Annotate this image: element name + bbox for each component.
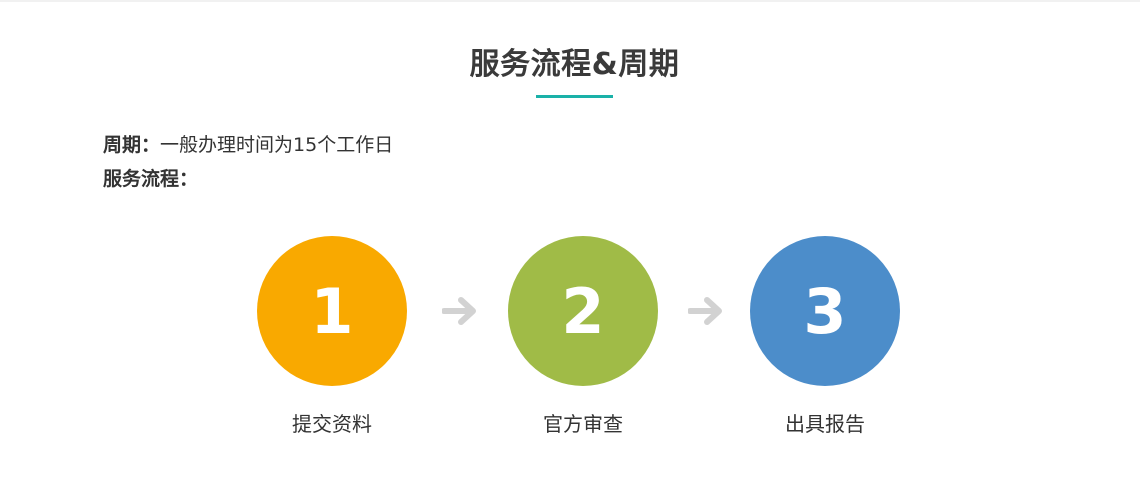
step-3-circle: 3 [750, 236, 900, 386]
step-2: 2 官方审查 [508, 236, 658, 436]
step-2-number: 2 [561, 274, 605, 348]
period-info: 周期：一般办理时间为15个工作日 [103, 131, 393, 159]
step-3: 3 出具报告 [750, 236, 900, 436]
flow-label: 服务流程： [103, 168, 199, 190]
arrow-right-icon [442, 297, 476, 325]
step-1-circle: 1 [257, 236, 407, 386]
step-3-label: 出具报告 [785, 412, 865, 436]
step-1-number: 1 [310, 274, 354, 348]
step-1-label: 提交资料 [292, 412, 372, 436]
top-divider [0, 0, 1140, 2]
period-label: 周期： [103, 134, 161, 156]
step-2-label: 官方审查 [543, 412, 623, 436]
flow-info: 服务流程： [103, 165, 198, 193]
period-value: 一般办理时间为15个工作日 [160, 134, 394, 156]
step-3-number: 3 [803, 274, 847, 348]
step-2-circle: 2 [508, 236, 658, 386]
page-title: 服务流程&周期 [469, 47, 680, 82]
arrow-right-icon [688, 297, 722, 325]
step-1: 1 提交资料 [257, 236, 407, 436]
title-underline [536, 95, 613, 98]
